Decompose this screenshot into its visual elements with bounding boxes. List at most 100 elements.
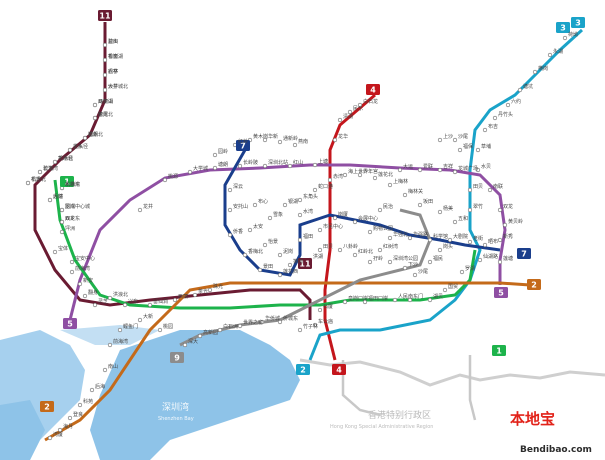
station-label: 田贝 [323, 244, 333, 250]
station-marker [352, 219, 358, 225]
station-label: 赤湾 [333, 173, 343, 180]
station-marker [47, 197, 53, 203]
station-marker [437, 209, 443, 215]
station-label: 华强路 [413, 231, 428, 238]
line-badge-number: 2 [531, 281, 537, 290]
station-marker [475, 167, 481, 173]
station-marker [477, 257, 483, 263]
line-3-route [308, 28, 584, 361]
station-label: 双龙 [503, 203, 513, 210]
station-marker [342, 299, 348, 305]
station-marker [402, 265, 408, 271]
station-label: 坪洲 [65, 225, 75, 232]
station-marker [467, 187, 473, 193]
station-label: 大学城 [193, 165, 208, 172]
line-badge-bg [63, 318, 77, 329]
station-marker [107, 295, 113, 301]
station-marker [562, 35, 568, 41]
station-label: 大学城北 [108, 83, 128, 90]
station-marker [47, 435, 53, 441]
station-marker [317, 247, 323, 253]
station-label: 泥岗 [283, 248, 293, 255]
station-label: 华新 [268, 133, 278, 140]
station-marker [417, 202, 423, 208]
station-label: 白石龙 [363, 98, 378, 105]
station-marker [342, 172, 348, 178]
station-marker [337, 247, 343, 253]
line-badge: 2 [296, 364, 310, 375]
station-marker [137, 317, 143, 323]
station-marker [402, 192, 408, 198]
station-marker [102, 72, 108, 78]
station-label: 益田 [108, 38, 118, 45]
station-marker [492, 115, 498, 121]
station-label: 大剧院 [453, 233, 468, 240]
station-label: 侨香 [233, 228, 243, 235]
station-label: 民治 [383, 203, 393, 210]
station-marker [427, 259, 433, 265]
station-label: 大运 [403, 163, 413, 170]
station-marker [25, 180, 31, 186]
station-label: 布吉北 [31, 176, 46, 183]
station-marker [57, 427, 63, 433]
station-label: 大芬 [53, 193, 63, 200]
station-label: 深圳湾公园 [393, 255, 418, 262]
station-label: 民乐 [353, 105, 363, 112]
line-badge: 1 [60, 176, 74, 187]
station-label: 黄木岗 [253, 133, 268, 140]
line-badge-bg [236, 140, 250, 151]
station-label: 香梅北 [248, 248, 263, 255]
station-label: 福永 [88, 131, 98, 138]
station-label: 老街 [473, 235, 483, 242]
station-marker [277, 272, 283, 278]
station-marker [227, 187, 233, 193]
line-badge-bg [40, 401, 54, 412]
station-marker [147, 302, 153, 308]
station-label: 海上世界 [348, 168, 368, 175]
station-marker [517, 87, 523, 93]
station-label: 横岗 [538, 65, 548, 72]
line-badge: 11 [98, 10, 112, 21]
station-label: 高新园 [203, 329, 218, 336]
station-marker [437, 247, 443, 253]
station-label: 购物公园 [373, 225, 393, 232]
bay-label: 深圳湾 [162, 401, 189, 413]
station-label: 上塘 [318, 158, 328, 165]
station-marker [92, 302, 98, 308]
station-marker [102, 42, 108, 48]
line-badge-number: 5 [498, 289, 504, 298]
station-marker [482, 242, 488, 248]
station-label: 机场 [31, 176, 41, 183]
station-marker [137, 207, 143, 213]
station-marker [427, 297, 433, 303]
station-label: 仙湖路 [483, 253, 498, 260]
station-label: 水贝 [481, 163, 491, 170]
line-badge-number: 9 [174, 354, 180, 363]
station-marker [372, 175, 378, 181]
station-marker [447, 237, 453, 243]
station-label: 莲花北 [378, 171, 393, 178]
station-label: 西乡 [65, 216, 75, 222]
line-badge-bg [298, 258, 312, 269]
station-marker [312, 187, 318, 193]
station-marker [367, 259, 373, 265]
station-label: 后海 [95, 383, 105, 390]
station-label: 布吉 [488, 123, 498, 130]
station-label: 上梅林 [393, 178, 408, 185]
station-marker [332, 215, 338, 221]
hk-region-label-en: Hong Kong Special Administrative Region [330, 424, 433, 430]
station-marker [287, 163, 293, 169]
station-marker [227, 232, 233, 238]
station-label-layer: 碧头松岗后亭沙井马安山塘尾福永桥头机场北碧海湾机场机场东后瑞固戍西乡坪洲宝体宝安… [31, 31, 578, 438]
station-label: 香蜜湖 [108, 53, 123, 60]
station-marker [252, 202, 258, 208]
station-label: 华强北 [393, 231, 408, 238]
station-label: 笋岗 [293, 258, 303, 265]
station-label: 松岗 [108, 53, 118, 60]
station-marker [92, 102, 98, 108]
line-badge: 5 [63, 318, 77, 329]
line-badge-number: 11 [299, 260, 311, 269]
station-label: 国贸 [448, 283, 458, 290]
station-marker [122, 302, 128, 308]
station-marker [59, 207, 65, 213]
